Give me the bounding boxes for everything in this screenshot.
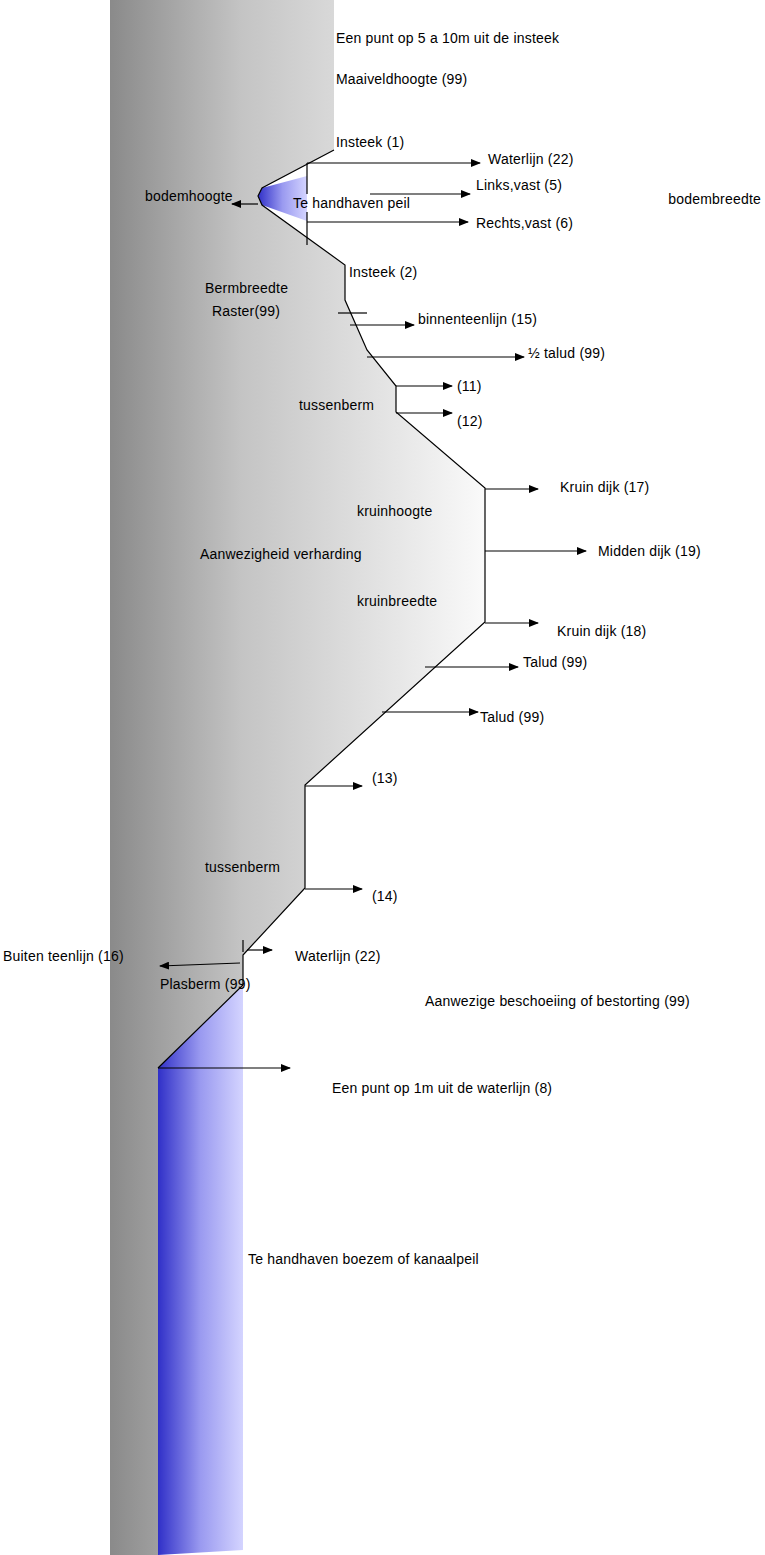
label: Buiten teenlijn (16)	[3, 948, 124, 964]
label: Kruin dijk (17)	[560, 479, 649, 495]
label: Raster(99)	[212, 303, 280, 319]
label: Midden dijk (19)	[598, 543, 701, 559]
label: Waterlijn (22)	[488, 151, 574, 167]
label: Te handhaven peil	[293, 195, 410, 211]
label: Plasberm (99)	[160, 976, 251, 992]
label: Een punt op 5 a 10m uit de insteek	[336, 30, 559, 46]
label: Maaiveldhoogte (99)	[336, 71, 467, 87]
label: (13)	[372, 770, 398, 786]
label: (14)	[372, 888, 398, 904]
dike-body	[110, 0, 485, 1555]
leader-lines	[158, 163, 586, 1068]
label: bodemhoogte	[145, 188, 233, 204]
label: Een punt op 1m uit de waterlijn (8)	[332, 1080, 552, 1096]
label: tussenberm	[299, 397, 374, 413]
label: kruinbreedte	[357, 593, 437, 609]
label: Waterlijn (22)	[295, 948, 381, 964]
label: (12)	[457, 413, 483, 429]
canal-water	[158, 985, 243, 1555]
label: Te handhaven boezem of kanaalpeil	[248, 1251, 479, 1267]
label: tussenberm	[205, 859, 280, 875]
label: Insteek (2)	[349, 264, 417, 280]
label: Talud (99)	[523, 654, 587, 670]
label: kruinhoogte	[357, 503, 432, 519]
label: Kruin dijk (18)	[557, 623, 646, 639]
label: binnenteenlijn (15)	[418, 311, 537, 327]
label: Links,vast (5)	[476, 177, 562, 193]
label: bodembreedte	[668, 191, 761, 207]
label: (11)	[457, 378, 482, 394]
label: Talud (99)	[480, 709, 544, 725]
label: Insteek (1)	[336, 134, 404, 150]
profile-line	[158, 150, 485, 1068]
label: Aanwezige beschoeiing of bestorting (99)	[425, 993, 690, 1009]
label: ½ talud (99)	[528, 345, 605, 361]
label: Bermbreedte	[205, 280, 288, 296]
label: Aanwezigheid verharding	[200, 546, 362, 562]
label: Rechts,vast (6)	[476, 215, 573, 231]
